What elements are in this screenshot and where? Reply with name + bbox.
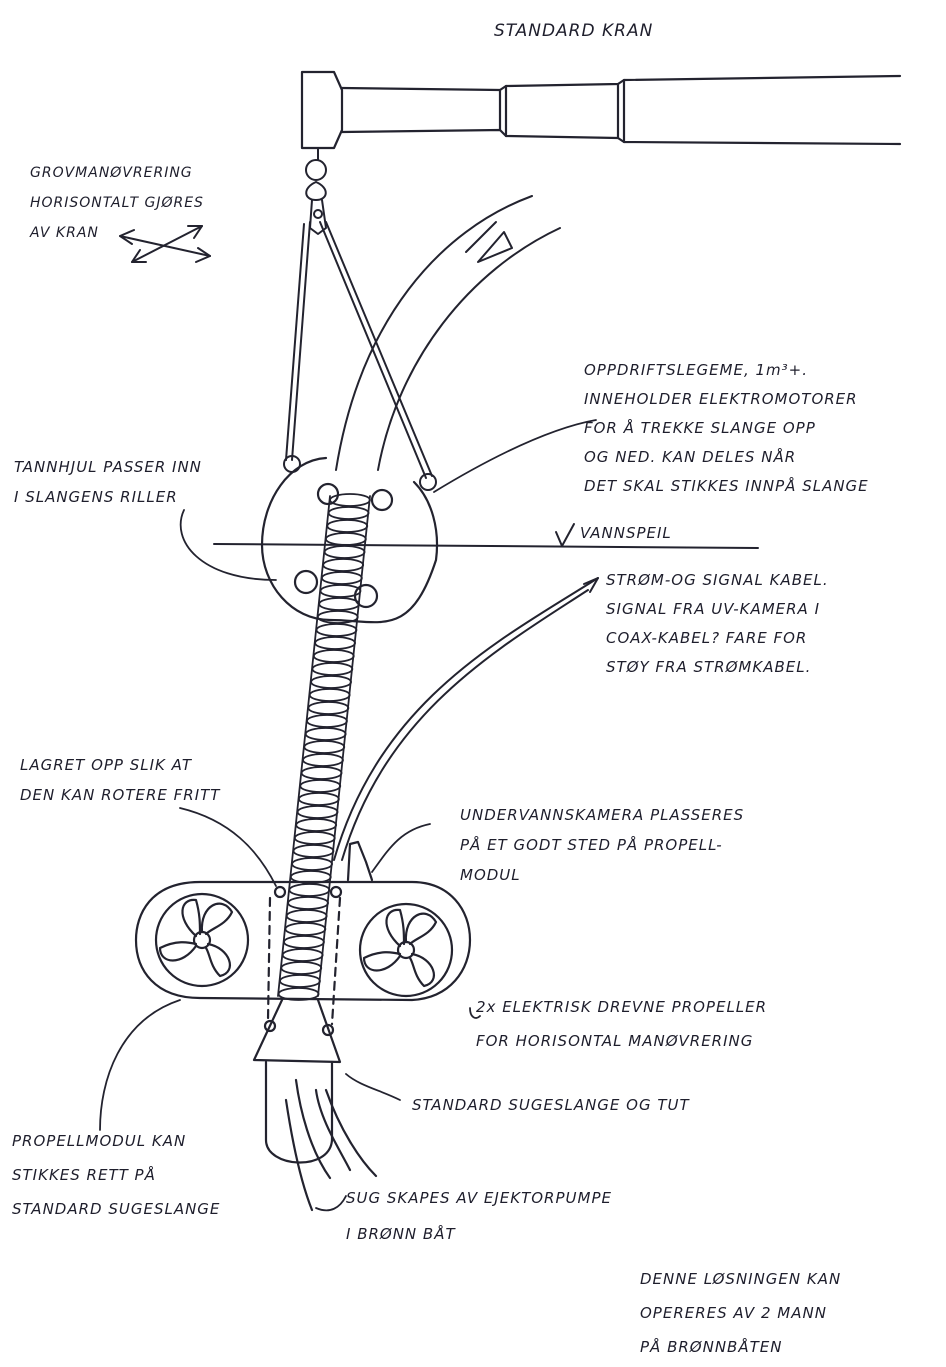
hose-ring xyxy=(329,507,369,519)
hose-ring xyxy=(322,572,362,584)
hose-ring xyxy=(307,715,347,727)
hose-ring xyxy=(283,949,323,961)
hose-ring xyxy=(299,793,339,805)
cable-note: STRØM-OG SIGNAL KABEL. SIGNAL FRA UV-KAM… xyxy=(606,566,829,682)
crane-boom xyxy=(302,72,900,148)
hose-ring xyxy=(306,728,346,740)
hose-ring xyxy=(304,741,344,753)
propeller-module-note: PROPELLMODUL KAN STIKKES RETT PÅ STANDAR… xyxy=(12,1124,220,1226)
hose-curve xyxy=(336,196,560,470)
buoyancy-body-note: OPPDRIFTSLEGEME, 1m³+. INNEHOLDER ELEKTR… xyxy=(584,356,869,501)
hose-ring xyxy=(303,754,343,766)
hose-ring xyxy=(302,767,342,779)
ejector-note: SUG SKAPES AV EJEKTORPUMPE I BRØNN BÅT xyxy=(346,1180,612,1252)
camera-note: UNDERVANNSKAMERA PLASSERES PÅ ET GODT ST… xyxy=(460,800,744,890)
hose-ring xyxy=(323,559,363,571)
bearing-note: LAGRET OPP SLIK AT DEN KAN ROTERE FRITT xyxy=(20,750,220,810)
hose-ring xyxy=(288,897,328,909)
hose-ring xyxy=(317,624,357,636)
hose-ring xyxy=(310,689,350,701)
hose-ring xyxy=(311,676,351,688)
hose-ring xyxy=(319,598,359,610)
hose-ring xyxy=(294,845,334,857)
hose-ring xyxy=(296,819,336,831)
gears-note: TANNHJUL PASSER INN I SLANGENS RILLER xyxy=(14,452,202,512)
water-surface-note: VANNSPEIL xyxy=(580,518,672,548)
hose-ring xyxy=(314,650,354,662)
hose-ring xyxy=(308,702,348,714)
hose-ring xyxy=(312,663,352,675)
hose-ring xyxy=(289,884,329,896)
hose-ring xyxy=(285,923,325,935)
hose-ring xyxy=(321,585,361,597)
suction-hose-note: STANDARD SUGESLANGE OG TUT xyxy=(412,1090,690,1120)
hose-ring xyxy=(280,975,320,987)
hose-ring xyxy=(292,858,332,870)
hose-ring xyxy=(327,520,367,532)
hose-ring xyxy=(287,910,327,922)
hose-ring xyxy=(300,780,340,792)
crane-title: STANDARD KRAN xyxy=(494,16,653,46)
coarse-maneuver-note: GROVMANØVRERING HORISONTALT GJØRES AV KR… xyxy=(30,158,204,248)
water-surface-line xyxy=(214,524,758,548)
hose-ring xyxy=(281,962,321,974)
hose-ring xyxy=(315,637,355,649)
hose-ring xyxy=(325,546,365,558)
buoyancy-body xyxy=(262,458,437,622)
two-men-note: DENNE LØSNINGEN KAN OPERERES AV 2 MANN P… xyxy=(640,1262,841,1364)
corrugated-hose xyxy=(278,494,370,1000)
crane-hook xyxy=(284,148,436,490)
propellers-note: 2x ELEKTRISK DREVNE PROPELLER FOR HORISO… xyxy=(476,990,767,1058)
hose-ring xyxy=(295,832,335,844)
hose-ring xyxy=(284,936,324,948)
hose-ring xyxy=(298,806,338,818)
hose-ring xyxy=(326,533,366,545)
